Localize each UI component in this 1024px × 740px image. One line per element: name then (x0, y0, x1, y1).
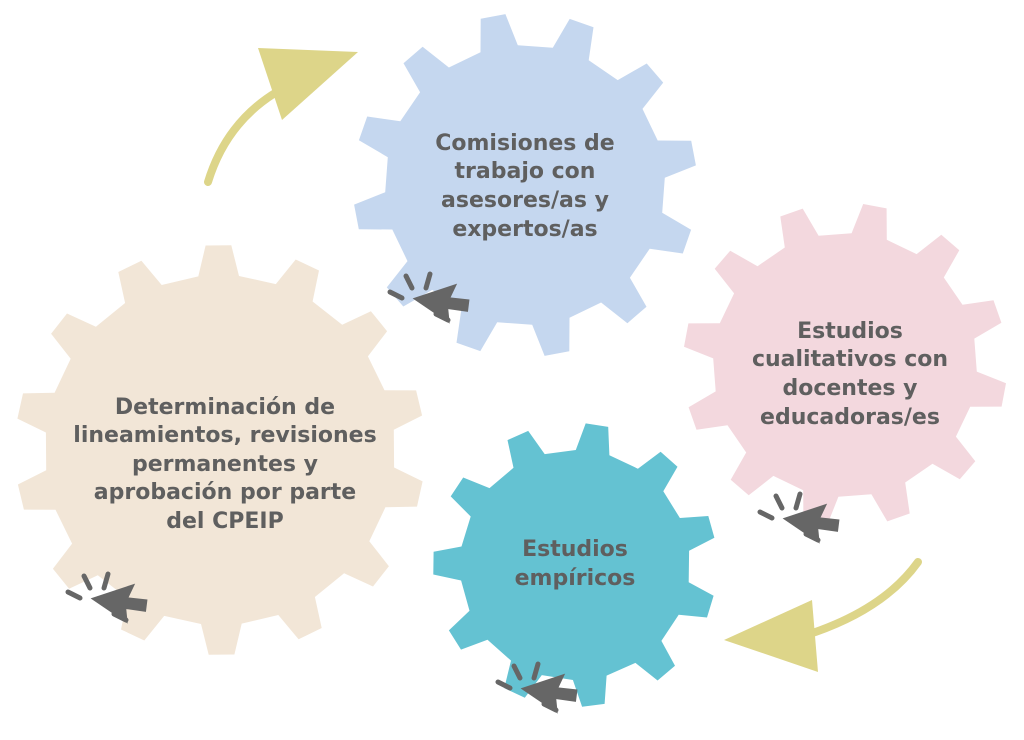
cycle-arrowhead-top (258, 48, 358, 120)
gear-label-determinacion[interactable]: Determinación de lineamientos, revisione… (73, 394, 377, 534)
gear-label-cualitativos[interactable]: Estudios cualitativos con docentes y edu… (751, 318, 949, 430)
gear-cualitativos (684, 204, 1006, 526)
gear-determinacion (17, 245, 423, 655)
gear-empiricos (433, 423, 715, 707)
gear-comisiones (354, 14, 696, 356)
cycle-arrowhead-bottom (724, 600, 818, 672)
gear-label-comisiones[interactable]: Comisiones de trabajo con asesores/as y … (435, 130, 615, 242)
gear-label-empiricos[interactable]: Estudios empíricos (514, 537, 636, 591)
